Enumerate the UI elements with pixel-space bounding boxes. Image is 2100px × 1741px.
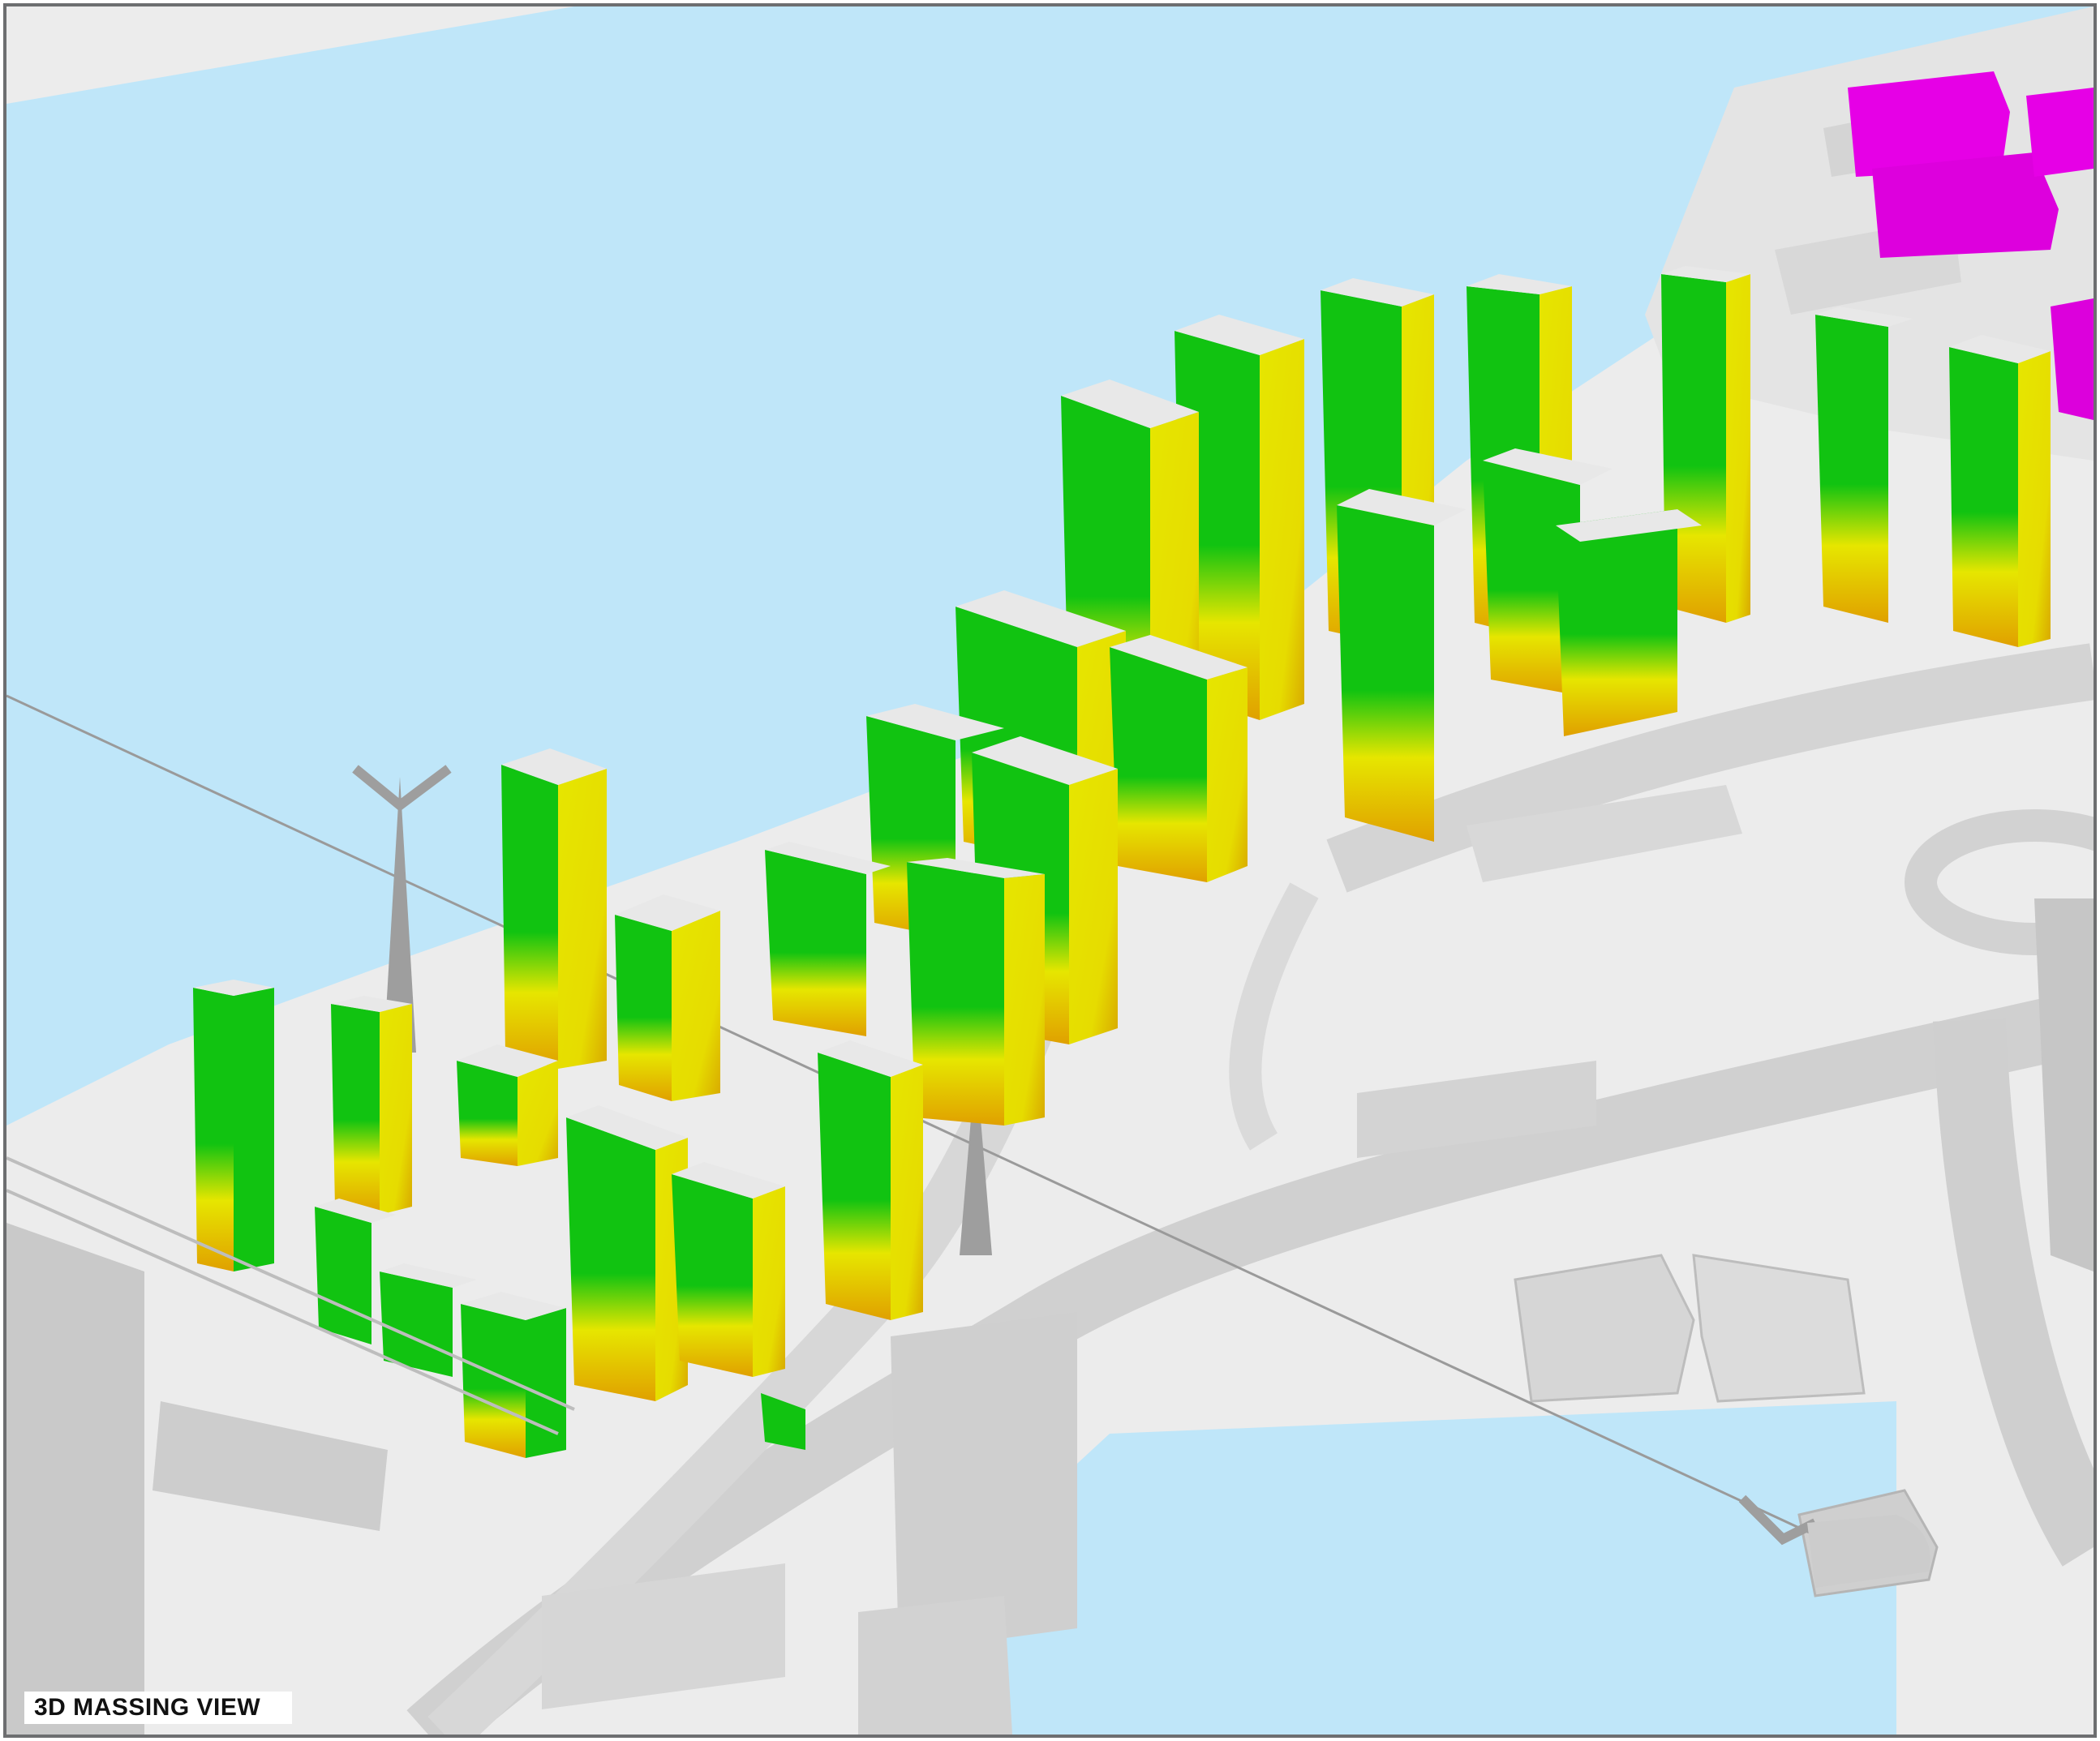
proposed-towers [193,266,2051,1458]
highlighted-buildings [1848,71,2094,420]
rail-lines [6,1156,575,1435]
massing-illustration [6,6,2094,1735]
view-caption: 3D MASSING VIEW [24,1692,292,1724]
massing-view-canvas: 3D MASSING VIEW [3,3,2097,1738]
